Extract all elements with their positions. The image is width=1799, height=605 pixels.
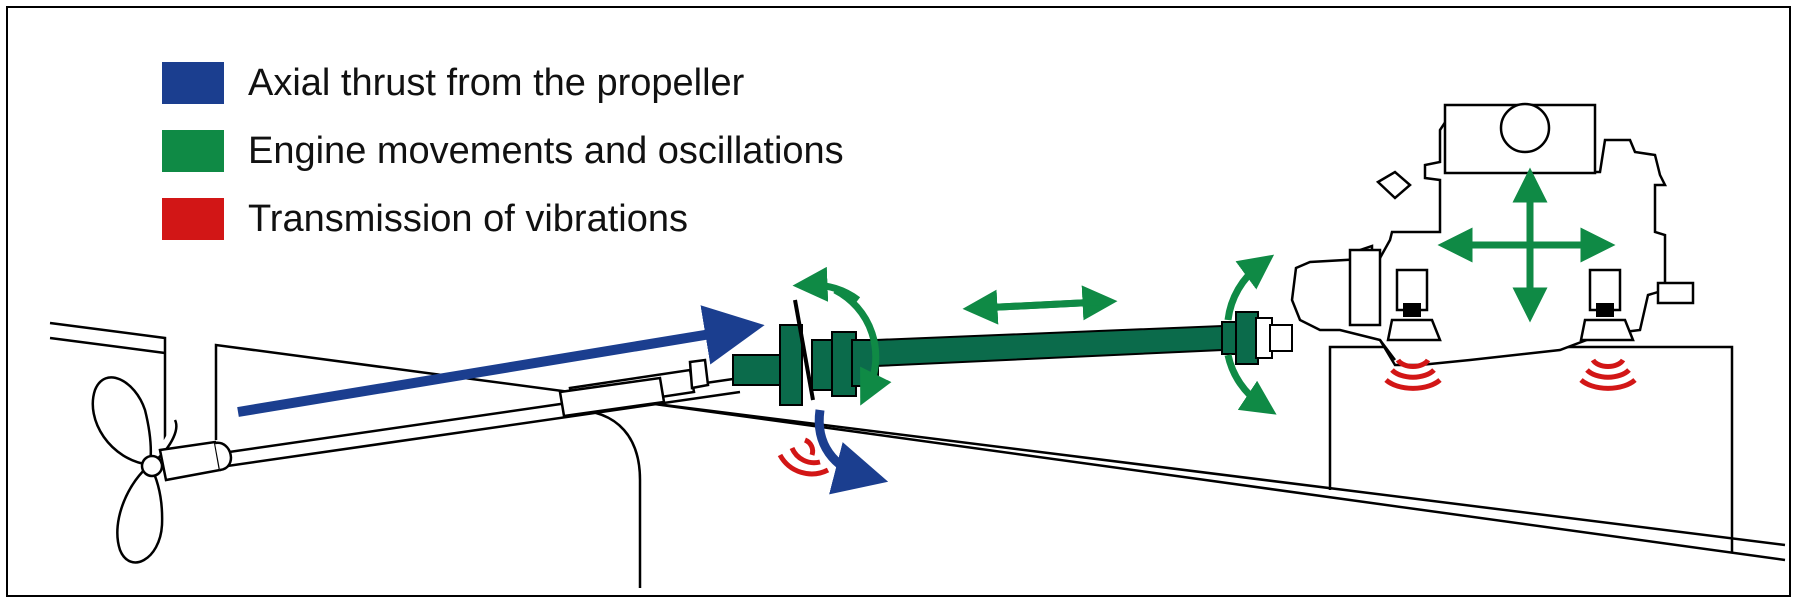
engine-mount-front — [1386, 268, 1442, 342]
axial-thrust-arrow — [237, 305, 765, 417]
engine — [1290, 102, 1695, 367]
legend-label: Axial thrust from the propeller — [248, 62, 745, 104]
diagram-frame — [6, 6, 1791, 597]
legend-swatch-green — [162, 130, 224, 172]
engine-coupling — [1221, 311, 1293, 365]
shaft-tube — [558, 358, 710, 418]
engine-coupling-oscillation-arrow — [1224, 354, 1277, 415]
intermediate-shaft — [875, 324, 1223, 368]
movement-arrows — [792, 167, 1616, 415]
shaft-axial-movement-arrow — [962, 289, 1101, 325]
coupling-oscillation-arrow — [792, 266, 861, 303]
thrust-bearing — [732, 299, 879, 406]
legend-swatch-red — [162, 198, 224, 240]
vibration-waves-front-mount — [1384, 358, 1442, 391]
legend-label: Engine movements and oscillations — [248, 130, 844, 172]
thrust-transfer-arrow — [814, 409, 889, 495]
coupling-oscillation-arrow — [833, 286, 892, 406]
legend-label: Transmission of vibrations — [248, 198, 688, 240]
engine-coupling-oscillation-arrow — [1224, 254, 1275, 321]
vibration-waves-rear-mount — [1579, 358, 1637, 391]
vibration-waves-coupling — [777, 437, 830, 477]
propeller — [91, 376, 178, 564]
legend-swatch-blue — [162, 62, 224, 104]
engine-mount-rear — [1579, 268, 1635, 342]
stern-bearing — [158, 440, 233, 482]
